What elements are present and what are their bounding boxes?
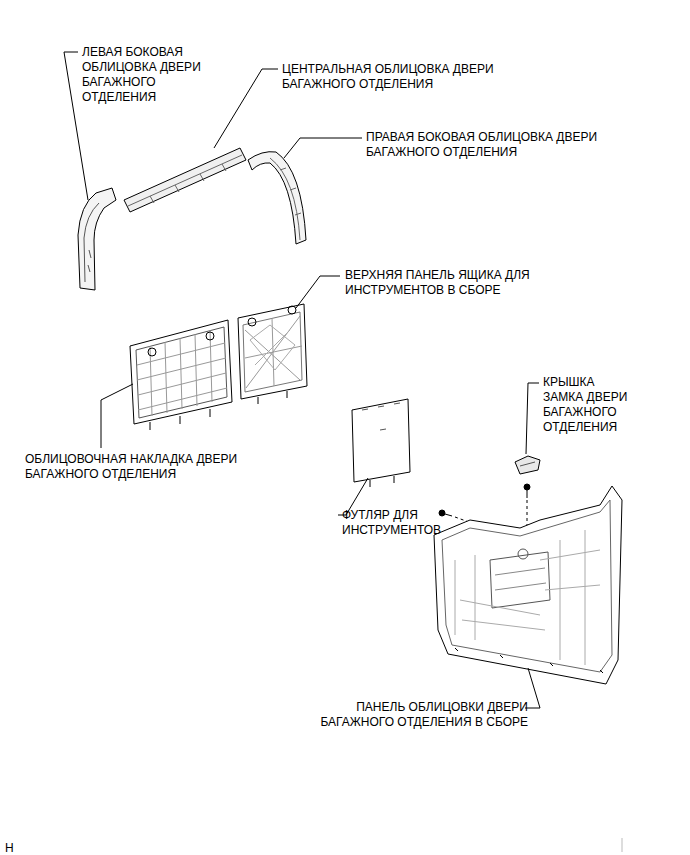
part-label: ЛЕВАЯ БОКОВАЯ ОБЛИЦОВКА ДВЕРИ БАГАЖНОГО … (82, 45, 217, 105)
right-side-trim (248, 152, 306, 244)
part-label: ПАНЕЛЬ ОБЛИЦОВКИ ДВЕРИ БАГАЖНОГО ОТДЕЛЕН… (280, 700, 528, 730)
part-label: ПРАВАЯ БОКОВАЯ ОБЛИЦОВКА ДВЕРИ БАГАЖНОГО… (366, 130, 600, 160)
door-trim-board (434, 486, 622, 684)
part-label: ФУТЛЯР ДЛЯ ИНСТРУМЕНТОВ (342, 508, 444, 538)
part-label: КРЫШКА ЗАМКА ДВЕРИ БАГАЖНОГО ОТДЕЛЕНИЯ (543, 375, 636, 435)
part-label: ЦЕНТРАЛЬНАЯ ОБЛИЦОВКА ДВЕРИ БАГАЖНОГО ОТ… (282, 62, 510, 92)
lock-cover (515, 456, 540, 474)
center-trim (124, 148, 246, 212)
page-code: H (5, 841, 25, 855)
part-label: ВЕРХНЯЯ ПАНЕЛЬ ЯЩИКА ДЛЯ ИНСТРУМЕНТОВ В … (345, 268, 561, 298)
page-mark (622, 838, 623, 852)
upper-panel (238, 304, 307, 404)
trim-cover-panel (130, 320, 232, 430)
left-side-trim (78, 188, 116, 290)
part-label: ОБЛИЦОВОЧНАЯ НАКЛАДКА ДВЕРИ БАГАЖНОГО ОТ… (25, 452, 257, 482)
tool-case (352, 399, 410, 487)
